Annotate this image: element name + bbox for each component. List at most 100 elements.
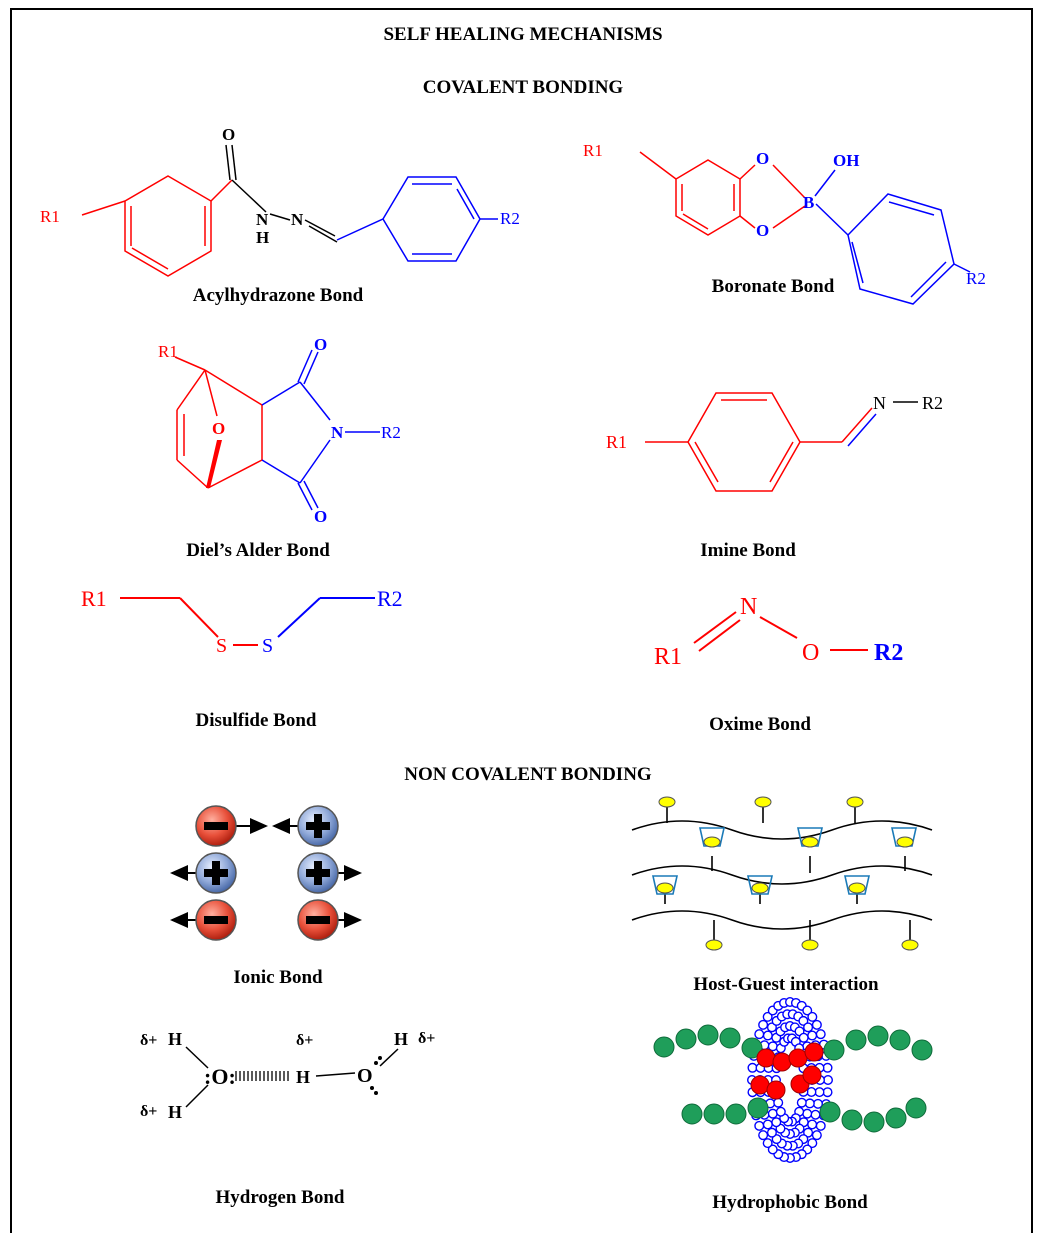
micelle-unit bbox=[811, 1130, 822, 1141]
boronate-r2-label: R2 bbox=[966, 269, 986, 288]
diels-n-label: N bbox=[331, 423, 344, 442]
micelle-unit bbox=[773, 1097, 784, 1108]
hydrogen-o1-label: :O: bbox=[204, 1064, 236, 1089]
delta-label: δ+ bbox=[296, 1032, 313, 1049]
micelle-unit bbox=[762, 1119, 773, 1130]
oxime-structure bbox=[693, 611, 868, 652]
caption-disulfide: Disulfide Bond bbox=[196, 710, 317, 731]
hydrophobic-chain-bead bbox=[841, 1109, 863, 1131]
boronate-oh-label: OH bbox=[833, 151, 859, 170]
diels-bridge-o-label: O bbox=[212, 419, 225, 438]
hydrophobic-chain-bead bbox=[741, 1037, 763, 1059]
hydrophobic-chain-bead bbox=[863, 1111, 885, 1133]
micelle-unit bbox=[802, 1005, 813, 1016]
hydrogen-h1-label: H bbox=[168, 1029, 182, 1049]
boronate-r1-label: R1 bbox=[583, 141, 603, 160]
micelle-unit bbox=[796, 1097, 807, 1108]
hydrophobic-chain-bead bbox=[823, 1039, 845, 1061]
hydrophobic-core-bead bbox=[766, 1080, 786, 1100]
hydrophobic-core-bead bbox=[802, 1065, 822, 1085]
hydrophobic-chain-bead bbox=[911, 1039, 933, 1061]
micelle-unit bbox=[807, 1030, 818, 1041]
micelle-unit bbox=[762, 1138, 773, 1149]
section-covalent: COVALENT BONDING bbox=[423, 77, 624, 98]
figure-title: SELF HEALING MECHANISMS bbox=[383, 24, 662, 45]
acylhydrazone-structure bbox=[81, 144, 498, 277]
hydrophobic-chain-bead bbox=[725, 1103, 747, 1125]
caption-boronate: Boronate Bond bbox=[712, 276, 835, 297]
oxime-r2-label: R2 bbox=[874, 640, 903, 666]
micelle-unit bbox=[747, 1062, 758, 1073]
micelle-unit bbox=[767, 1144, 778, 1155]
micelle-unit bbox=[815, 1120, 826, 1131]
hydrophobic-chain-bead bbox=[747, 1097, 769, 1119]
disulfide-r1-label: R1 bbox=[81, 586, 107, 611]
micelle-unit bbox=[815, 1029, 826, 1040]
micelle-unit bbox=[807, 1138, 818, 1149]
caption-acylhydrazone: Acylhydrazone Bond bbox=[193, 285, 364, 306]
micelle-unit bbox=[806, 1087, 817, 1098]
figure-frame bbox=[10, 8, 1033, 1233]
micelle-unit bbox=[807, 1011, 818, 1022]
hbond-hatch bbox=[235, 1071, 289, 1081]
host-guest-diagram bbox=[631, 796, 933, 951]
micelle-unit bbox=[762, 1030, 773, 1041]
micelle-unit bbox=[758, 1019, 769, 1030]
acyl-n2-label: N bbox=[291, 210, 304, 229]
micelle-unit bbox=[822, 1062, 833, 1073]
section-noncovalent: NON COVALENT BONDING bbox=[404, 764, 652, 785]
hydrophobic-chain-bead bbox=[885, 1107, 907, 1129]
boronate-b-label: B bbox=[803, 193, 814, 212]
ionic-diagram bbox=[170, 805, 362, 941]
micelle-unit bbox=[775, 1106, 786, 1117]
hydrogen-h2-label: H bbox=[168, 1102, 182, 1122]
acyl-r2-label: R2 bbox=[500, 209, 520, 228]
caption-hydrogen: Hydrogen Bond bbox=[216, 1187, 345, 1208]
micelle-unit bbox=[771, 1117, 782, 1128]
acyl-o-label: O bbox=[222, 125, 235, 144]
hydrophobic-chain-bead bbox=[719, 1027, 741, 1049]
oxime-n-label: N bbox=[740, 594, 757, 620]
micelle-unit bbox=[810, 1109, 821, 1120]
imine-n-label: N bbox=[873, 393, 886, 413]
hydrophobic-chain-bead bbox=[703, 1103, 725, 1125]
micelle-unit bbox=[822, 1087, 833, 1098]
micelle-unit bbox=[802, 1108, 813, 1119]
imine-r1-label: R1 bbox=[606, 432, 627, 452]
acyl-r1-label: R1 bbox=[40, 207, 60, 226]
micelle-unit bbox=[754, 1029, 765, 1040]
micelle-unit bbox=[762, 1011, 773, 1022]
hydrophobic-core-bead bbox=[772, 1052, 792, 1072]
caption-host-guest: Host-Guest interaction bbox=[693, 974, 879, 995]
diels-o1-label: O bbox=[314, 335, 327, 354]
micelle-unit bbox=[803, 1022, 814, 1033]
micelle-unit bbox=[754, 1120, 765, 1131]
diels-r1-label: R1 bbox=[158, 342, 178, 361]
delta-label: δ+ bbox=[418, 1030, 435, 1047]
hydrophobic-chain-bead bbox=[653, 1036, 675, 1058]
caption-ionic: Ionic Bond bbox=[233, 967, 323, 988]
disulfide-r2-label: R2 bbox=[377, 586, 403, 611]
diels-r2-label: R2 bbox=[381, 423, 401, 442]
hydrophobic-core-bead bbox=[804, 1042, 824, 1062]
micelle-unit bbox=[807, 1119, 818, 1130]
acyl-h-label: H bbox=[256, 228, 269, 247]
oxime-o-label: O bbox=[802, 640, 819, 666]
hydrogen-o2-label: O bbox=[357, 1065, 373, 1087]
diels-alder-structure bbox=[174, 349, 380, 511]
micelle-unit bbox=[766, 1127, 777, 1138]
boronate-o2-label: O bbox=[756, 221, 769, 240]
caption-imine: Imine Bond bbox=[700, 540, 796, 561]
hydrophobic-core-bead bbox=[756, 1048, 776, 1068]
acyl-n1-label: N bbox=[256, 210, 269, 229]
delta-label: δ+ bbox=[140, 1032, 157, 1049]
hydrophobic-core-bead bbox=[750, 1075, 770, 1095]
hydrophobic-diagram bbox=[653, 997, 933, 1163]
disulfide-s2-label: S bbox=[262, 635, 273, 657]
micelle-unit bbox=[767, 1108, 778, 1119]
hydrogen-bond-diagram bbox=[185, 1046, 399, 1108]
caption-hydrophobic: Hydrophobic Bond bbox=[712, 1192, 868, 1213]
micelle-unit bbox=[811, 1019, 822, 1030]
hydrophobic-chain-bead bbox=[681, 1103, 703, 1125]
disulfide-structure bbox=[120, 597, 375, 646]
